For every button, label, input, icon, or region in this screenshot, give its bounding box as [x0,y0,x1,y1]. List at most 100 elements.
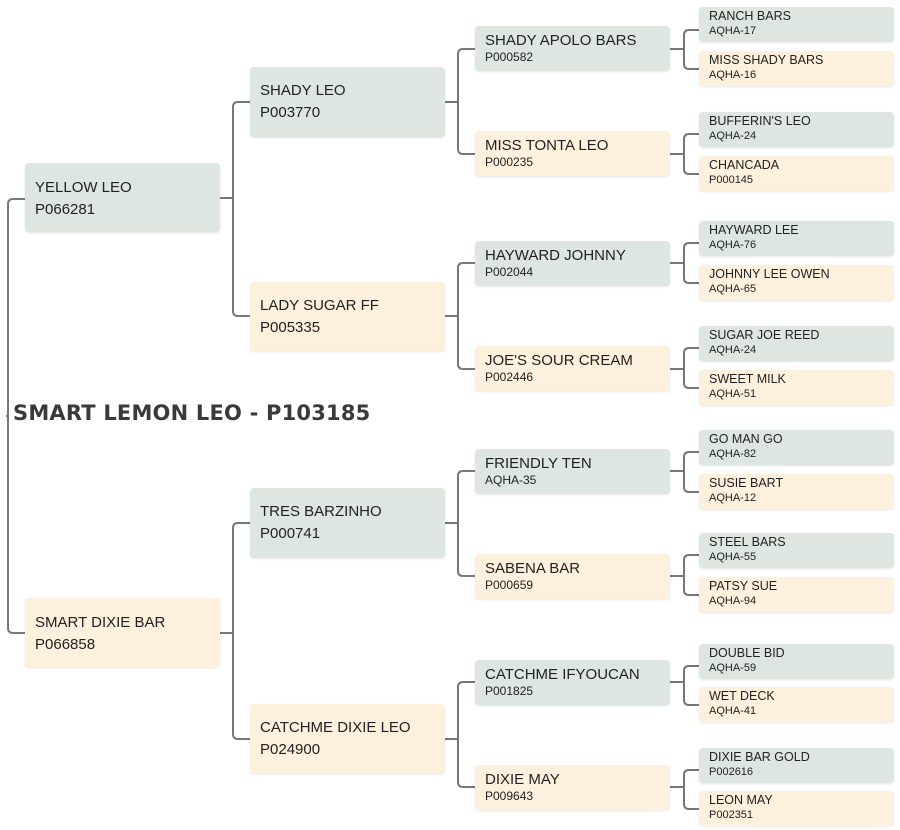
great-grandparent-name: CATCHME IFYOUCAN [485,666,640,683]
sire-reg: P066281 [35,201,96,218]
ggg-name: HAYWARD LEE [709,223,799,237]
grandparent-box[interactable]: TRES BARZINHO P000741 [250,488,445,558]
ggg-name: DIXIE BAR GOLD [709,750,810,764]
connector-bracket [220,522,250,740]
ggg-reg: P002616 [709,766,754,778]
ggg-name: PATSY SUE [709,579,778,593]
ggg-reg: AQHA-76 [709,239,757,251]
sire-name: YELLOW LEO [35,179,132,196]
ggg-reg: AQHA-65 [709,283,757,295]
great-great-grandparent-box[interactable]: SUSIE BART AQHA-12 [699,474,894,509]
connector-bracket [670,347,699,389]
grandparent-name: TRES BARZINHO [260,503,382,520]
great-grandparent-reg: P002044 [485,265,534,279]
grandparent-name: SHADY LEO [260,82,346,99]
connector-bracket [670,242,699,284]
sire-box[interactable]: YELLOW LEO P066281 [25,163,220,232]
grandparent-name: CATCHME DIXIE LEO [260,719,411,736]
great-great-grandparent-box[interactable]: CHANCADA P000145 [699,156,894,191]
great-grandparent-box[interactable]: JOE'S SOUR CREAM P002446 [475,346,670,391]
ggg-name: RANCH BARS [709,9,791,23]
great-grandparent-box[interactable]: FRIENDLY TEN AQHA-35 [475,449,670,494]
great-great-grandparent-box[interactable]: HAYWARD LEE AQHA-76 [699,221,894,256]
ggg-name: GO MAN GO [709,432,783,446]
ggg-reg: AQHA-24 [709,344,757,356]
ggg-name: SWEET MILK [709,372,786,386]
connector-bracket [670,769,699,810]
ggg-reg: AQHA-16 [709,69,757,81]
ggg-reg: AQHA-24 [709,130,757,142]
ggg-name: BUFFERIN'S LEO [709,114,811,128]
great-grandparent-reg: P000659 [485,578,534,592]
ggg-reg: P000145 [709,174,754,186]
great-great-grandparent-box[interactable]: STEEL BARS AQHA-55 [699,533,894,568]
great-great-grandparent-box[interactable]: WET DECK AQHA-41 [699,687,894,722]
great-grandparent-name: JOE'S SOUR CREAM [485,352,633,369]
grandparent-name: LADY SUGAR FF [260,297,379,314]
connector-bracket [6,198,25,634]
great-grandparent-reg: AQHA-35 [485,473,537,487]
ggg-reg: AQHA-94 [709,595,757,607]
ggg-reg: AQHA-17 [709,25,757,37]
great-great-grandparent-box[interactable]: PATSY SUE AQHA-94 [699,577,894,612]
great-grandparent-box[interactable]: HAYWARD JOHNNY P002044 [475,241,670,286]
great-grandparent-box[interactable]: DIXIE MAY P009643 [475,765,670,810]
ggg-reg: AQHA-82 [709,448,757,460]
horse-title: SMART LEMON LEO - P103185 [13,401,371,425]
great-great-grandparent-box[interactable]: DIXIE BAR GOLD P002616 [699,748,894,783]
ggg-name: SUGAR JOE REED [709,328,820,342]
great-great-grandparent-box[interactable]: MISS SHADY BARS AQHA-16 [699,51,894,86]
ggg-name: DOUBLE BID [709,646,785,660]
great-grandparent-name: FRIENDLY TEN [485,455,592,472]
connector-bracket [445,470,475,577]
great-great-grandparent-box[interactable]: BUFFERIN'S LEO AQHA-24 [699,112,894,147]
grandparent-reg: P024900 [260,741,321,758]
connector-bracket [670,665,699,706]
ggg-reg: P002351 [709,809,754,821]
connector-bracket [670,554,699,596]
connector-bracket [670,29,699,70]
ggg-name: CHANCADA [709,158,780,172]
great-grandparent-box[interactable]: SHADY APOLO BARS P000582 [475,26,670,71]
great-great-grandparent-box[interactable]: JOHNNY LEE OWEN AQHA-65 [699,265,894,300]
great-grandparent-reg: P000235 [485,155,534,169]
great-great-grandparent-box[interactable]: LEON MAY P002351 [699,791,894,826]
great-grandparent-name: DIXIE MAY [485,771,560,788]
great-great-grandparent-box[interactable]: DOUBLE BID AQHA-59 [699,644,894,679]
grandparent-box[interactable]: LADY SUGAR FF P005335 [250,282,445,351]
connector-bracket [670,133,699,175]
ggg-name: LEON MAY [709,793,773,807]
dam-box[interactable]: SMART DIXIE BAR P066858 [25,598,220,667]
connector-bracket [445,262,475,370]
ggg-reg: AQHA-12 [709,492,757,504]
great-great-grandparent-box[interactable]: SUGAR JOE REED AQHA-24 [699,326,894,361]
connector-bracket [445,48,475,155]
great-great-grandparent-box[interactable]: GO MAN GO AQHA-82 [699,430,894,465]
ggg-name: STEEL BARS [709,535,786,549]
great-grandparent-reg: P009643 [485,789,534,803]
great-grandparent-name: MISS TONTA LEO [485,137,609,154]
grandparent-reg: P003770 [260,104,321,121]
great-grandparent-name: SHADY APOLO BARS [485,32,637,49]
grandparent-box[interactable]: CATCHME DIXIE LEO P024900 [250,704,445,773]
great-great-grandparent-box[interactable]: RANCH BARS AQHA-17 [699,7,894,42]
great-grandparent-reg: P001825 [485,684,534,698]
grandparent-box[interactable]: SHADY LEO P003770 [250,67,445,137]
great-grandparent-box[interactable]: MISS TONTA LEO P000235 [475,131,670,176]
great-grandparent-reg: P002446 [485,370,534,384]
ggg-name: SUSIE BART [709,476,784,490]
great-great-grandparent-box[interactable]: SWEET MILK AQHA-51 [699,370,894,405]
ggg-reg: AQHA-55 [709,551,757,563]
great-grandparent-name: HAYWARD JOHNNY [485,247,626,264]
connector-bracket [445,681,475,788]
ggg-reg: AQHA-51 [709,388,757,400]
great-grandparent-box[interactable]: CATCHME IFYOUCAN P001825 [475,660,670,705]
ggg-reg: AQHA-59 [709,662,757,674]
grandparent-reg: P000741 [260,525,321,542]
ggg-name: JOHNNY LEE OWEN [709,267,830,281]
ggg-reg: AQHA-41 [709,705,757,717]
great-grandparent-name: SABENA BAR [485,560,581,577]
ggg-name: WET DECK [709,689,775,703]
great-grandparent-box[interactable]: SABENA BAR P000659 [475,554,670,599]
